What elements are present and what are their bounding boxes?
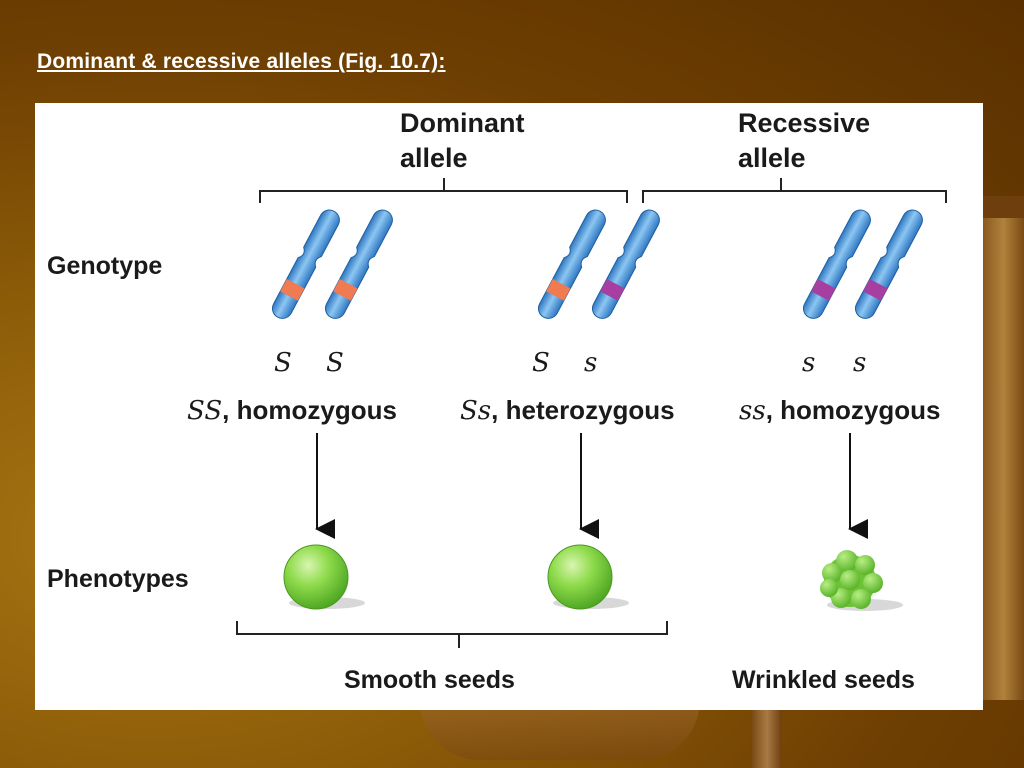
- figure-panel: Dominant allele Recessive allele Genotyp…: [35, 103, 983, 710]
- figure-graphics: [236, 178, 947, 648]
- dominant-allele-band: [333, 278, 358, 301]
- genotype-description: , heterozygous: [491, 395, 675, 425]
- recessive-header-line2: allele: [738, 143, 806, 173]
- chromosome-pair-ss: [802, 209, 923, 319]
- allele-letter: s: [853, 348, 867, 378]
- background-scale-beam: [983, 200, 1024, 700]
- recessive-allele-band: [863, 278, 888, 301]
- allele-letter: s: [584, 348, 598, 378]
- chromosome: [854, 209, 923, 319]
- smooth-seeds-bracket: [236, 621, 668, 648]
- dominant-header-line2: allele: [400, 143, 468, 173]
- genotype-symbol: SS: [187, 396, 223, 426]
- allele-letter: S: [274, 348, 292, 378]
- chromosome-pair-Ss: [537, 209, 660, 319]
- slide-title: Dominant & recessive alleles (Fig. 10.7)…: [37, 50, 446, 73]
- genotype-description: , homozygous: [765, 395, 941, 425]
- recessive-allele-band: [811, 278, 836, 301]
- allele-letter: S: [532, 348, 550, 378]
- smooth-seeds-label: Smooth seeds: [344, 666, 515, 694]
- wrinkled-seed: [820, 550, 903, 611]
- allele-letter: s: [802, 348, 816, 378]
- chromosome: [591, 209, 660, 319]
- genotype-symbol: ss: [739, 396, 766, 426]
- recessive-allele-header: Recessive allele: [738, 106, 870, 176]
- dominant-bracket: [259, 178, 628, 203]
- dominant-header-line1: Dominant: [400, 108, 525, 138]
- phenotypes-row-label: Phenotypes: [47, 565, 189, 593]
- chromosome: [271, 209, 340, 319]
- genotype-label-Ss: Ss, heterozygous: [460, 395, 675, 426]
- genotype-description: , homozygous: [222, 395, 397, 425]
- recessive-header-line1: Recessive: [738, 108, 871, 138]
- chromosome: [324, 209, 393, 319]
- genotype-symbol: Ss: [460, 396, 492, 426]
- genotype-label-ss: ss, homozygous: [739, 395, 940, 426]
- dominant-allele-header: Dominant allele: [400, 106, 525, 176]
- recessive-allele-band: [600, 278, 625, 301]
- smooth-seed: [283, 544, 365, 610]
- dominant-allele-band: [280, 278, 305, 301]
- wrinkled-seeds-label: Wrinkled seeds: [732, 666, 915, 694]
- background-scale-pan: [420, 700, 700, 760]
- dominant-allele-band: [546, 278, 571, 301]
- allele-letter: S: [326, 348, 344, 378]
- smooth-seed: [547, 544, 629, 610]
- chromosome-pair-SS: [271, 209, 393, 319]
- recessive-bracket: [642, 178, 947, 203]
- genotype-label-SS: SS, homozygous: [187, 395, 397, 426]
- background-scale-cap: [975, 196, 1024, 218]
- genotype-row-label: Genotype: [47, 252, 163, 280]
- chromosome: [537, 209, 606, 319]
- chromosome: [802, 209, 871, 319]
